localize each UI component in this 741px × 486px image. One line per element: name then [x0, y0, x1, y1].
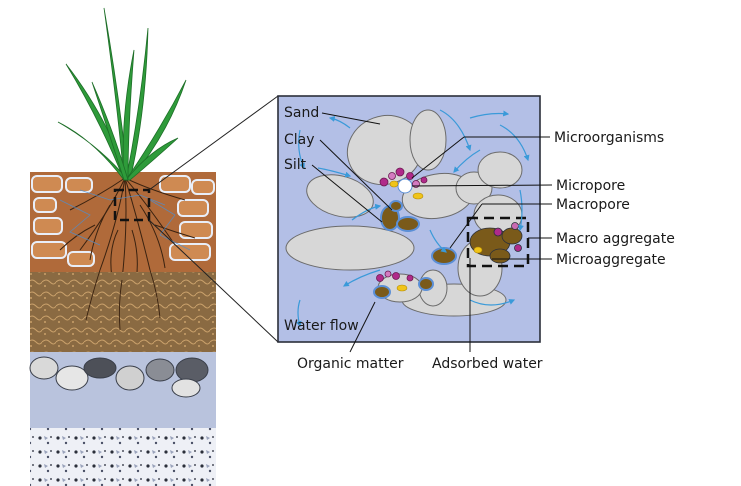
label-water-flow: Water flow	[284, 318, 359, 334]
water-flow-arrows	[295, 109, 530, 328]
zoom-connector-lines	[148, 95, 279, 343]
microorganisms	[376, 167, 428, 282]
zoom-panel	[277, 95, 541, 343]
topsoil-aggregates	[31, 175, 215, 267]
organic-matter	[389, 180, 483, 292]
plant	[57, 7, 187, 181]
macro-aggregate-box	[466, 216, 530, 268]
label-clay: Clay	[284, 132, 315, 148]
subsoil-roots	[85, 269, 161, 331]
clay-silt-particles	[373, 200, 457, 299]
callout-leader-lines	[311, 112, 553, 353]
soil-profile	[29, 172, 216, 486]
micropore	[397, 178, 413, 194]
label-micropore: Micropore	[556, 178, 625, 194]
subsoil-layer	[30, 272, 216, 352]
zoom-source-box	[113, 188, 151, 222]
label-microaggregate: Microaggregate	[556, 252, 666, 268]
label-silt: Silt	[284, 157, 307, 173]
label-adsorbed-water: Adsorbed water	[432, 356, 543, 372]
label-macro-aggregate: Macro aggregate	[556, 231, 675, 247]
label-microorganisms: Microorganisms	[554, 130, 664, 146]
label-organic-matter: Organic matter	[297, 356, 404, 372]
root-water-network	[59, 189, 191, 251]
label-sand: Sand	[284, 105, 319, 121]
label-macropore: Macropore	[556, 197, 630, 213]
gravel-stones	[29, 356, 209, 398]
bedrock-layer	[30, 428, 216, 486]
